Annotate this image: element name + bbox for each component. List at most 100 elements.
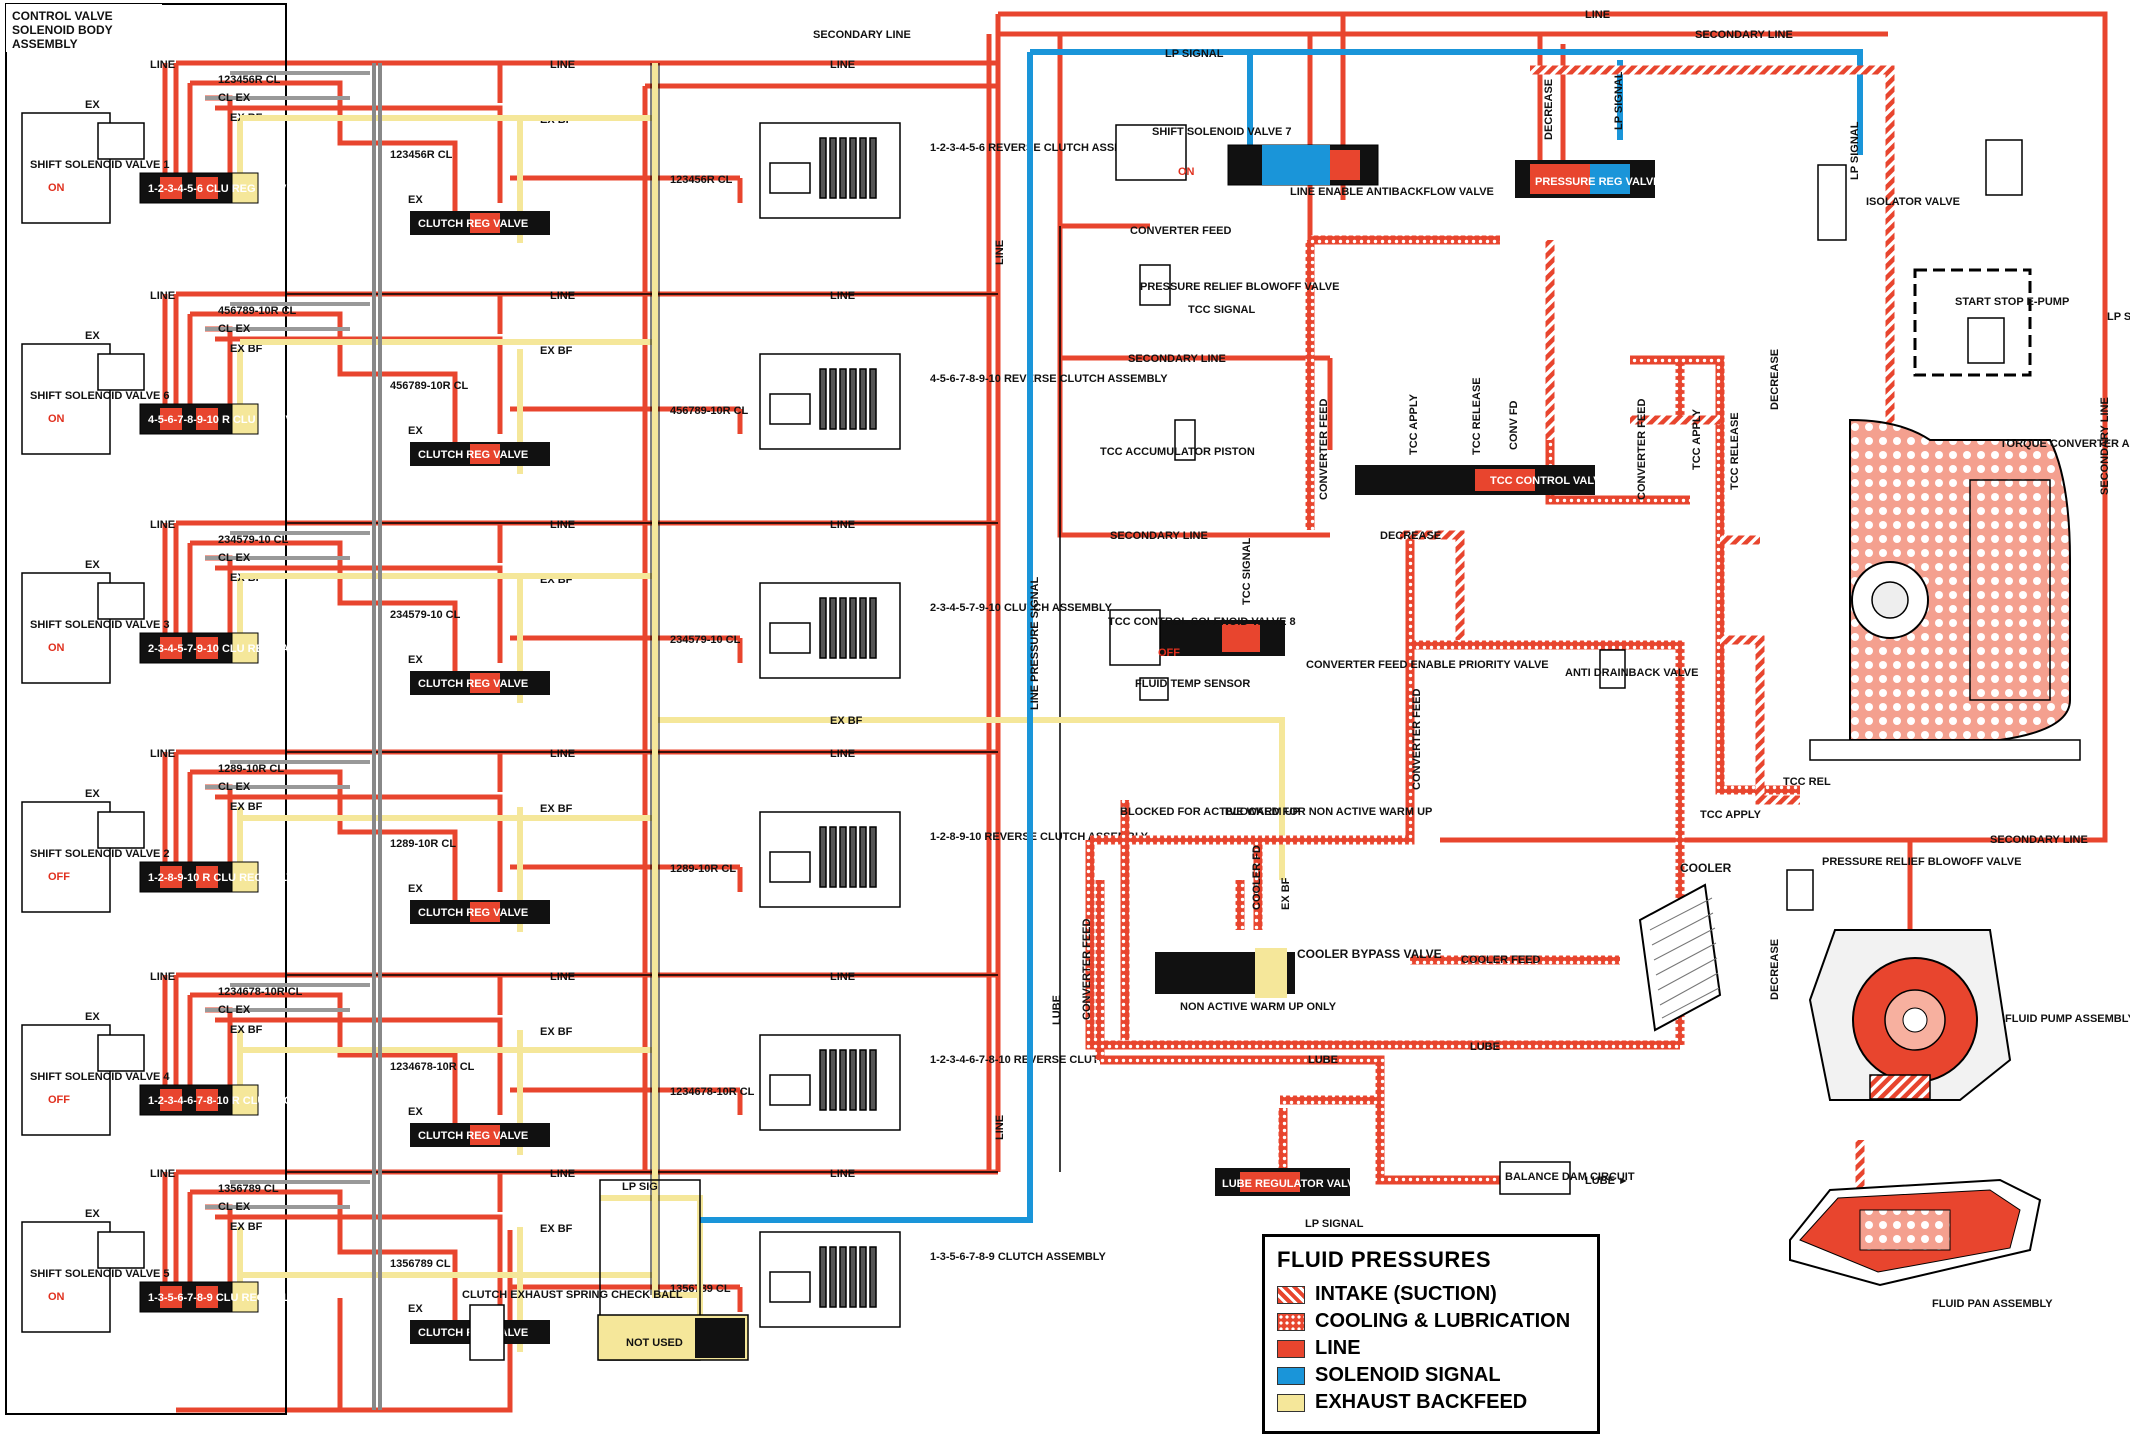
clutch-plate (829, 368, 837, 430)
regulator-valve-label: 4-5-6-7-8-9-10 R CLU REG VALVE (148, 414, 321, 426)
valve-land (160, 637, 182, 659)
valve-land (196, 866, 218, 888)
label-secondary-line-v: SECONDARY LINE (2099, 397, 2111, 495)
ex-label: EX (85, 559, 100, 571)
label-anti-drainback: ANTI DRAINBACK VALVE (1565, 667, 1698, 679)
line-label-2: LINE (550, 971, 575, 983)
clutch-plate (819, 137, 827, 199)
label-non-active: NON ACTIVE WARM UP ONLY (1180, 1001, 1337, 1013)
clutch-reg-valve-label: CLUTCH REG VALVE (418, 449, 528, 461)
circuit-label-2: 1234678-10R CL (390, 1061, 475, 1073)
line-label-2: LINE (550, 519, 575, 531)
clutch-plate (859, 1049, 867, 1111)
label-ex-bf-trunk: EX BF (830, 715, 863, 727)
clutch-plate (859, 826, 867, 888)
solenoid-state: ON (48, 182, 65, 194)
label-tcc-rel: TCC REL (1783, 776, 1831, 788)
solenoid-state: ON (48, 413, 65, 425)
section-dividers (286, 226, 1061, 1173)
legend-label-exhaust: EXHAUST BACKFEED (1315, 1391, 1528, 1413)
solenoid-name: SHIFT SOLENOID VALVE 5 (30, 1268, 170, 1280)
clutch-plate (829, 1246, 837, 1308)
clutch-plate (839, 1246, 847, 1308)
clutch-plate (869, 137, 877, 199)
clutch-plate (829, 1049, 837, 1111)
cooling-lube-network (1085, 235, 1800, 1185)
label-lp-sig: LP SIG (622, 1181, 658, 1193)
legend-item-intake: INTAKE (SUCTION) (1277, 1281, 1585, 1308)
clutch-plate (859, 597, 867, 659)
label-e-pump: START STOP E-PUMP (1955, 296, 2069, 308)
label-line-v2: LINE (994, 1115, 1006, 1140)
clutch-reg-valve-label: CLUTCH REG VALVE (418, 678, 528, 690)
label-lube-v: LUBE (1051, 995, 1063, 1025)
solenoid-swatch (1277, 1366, 1305, 1385)
solenoid-name: SHIFT SOLENOID VALVE 3 (30, 619, 170, 631)
clutch-plate (839, 137, 847, 199)
circuit-label-3: 1289-10R CL (670, 863, 736, 875)
line-pipe (190, 80, 458, 218)
legend-item-solenoid: SOLENOID SIGNAL (1277, 1362, 1585, 1389)
exhaust-outlines (650, 63, 660, 1295)
cl-ex-label: CL EX (218, 552, 251, 564)
cl-ex-label: CL EX (218, 781, 251, 793)
clutch-plate (859, 1246, 867, 1308)
line-label: LINE (150, 1168, 175, 1180)
line-label-2: LINE (550, 748, 575, 760)
regulator-valve-label: 2-3-4-5-7-9-10 CLU REG VALVE (148, 643, 310, 655)
e-pump-box (1913, 268, 2032, 377)
circuit-label: 123456R CL (218, 74, 281, 86)
label-clutch-exhaust-check: CLUTCH EXHAUST SPRING CHECK BALL (462, 1289, 683, 1301)
ex-bf-label-2: EX BF (540, 803, 573, 815)
regulator-valve-label: 1-2-3-4-5-6 CLU REG VALVE (148, 183, 294, 195)
clutch-plate (849, 597, 857, 659)
solenoid-body (21, 343, 111, 455)
ex-bf-label-2: EX BF (540, 345, 573, 357)
clutch-plate (869, 1246, 877, 1308)
label-converter-feed-v4: CONVERTER FEED (1081, 918, 1093, 1020)
title-line1: CONTROL VALVE (12, 9, 113, 23)
intake-swatch (1277, 1285, 1305, 1304)
torque-converter (1809, 418, 2081, 761)
clutch-reg-valve-label: CLUTCH REG VALVE (418, 1130, 528, 1142)
clutch-reg-land (470, 1125, 500, 1145)
solenoid-head (97, 353, 145, 391)
clutch-circuits (372, 63, 382, 1410)
ex-bf-label-2: EX BF (540, 1223, 573, 1235)
ex-label-2: EX (408, 883, 423, 895)
fluid-pump (1808, 929, 2012, 1101)
clutch-plate (819, 368, 827, 430)
ex-label-2: EX (408, 1106, 423, 1118)
line-pipe (190, 311, 458, 449)
clutch-plate (849, 826, 857, 888)
circuit-label-3: 456789-10R CL (670, 405, 749, 417)
line-label-3: LINE (830, 519, 855, 531)
line-label: LINE (150, 519, 175, 531)
line-label-3: LINE (830, 290, 855, 302)
line-pipe (215, 565, 503, 663)
label-line-v: LINE (994, 240, 1006, 265)
valve-land (196, 1286, 218, 1308)
clutch-plate (819, 1049, 827, 1111)
clutch-drawings (759, 122, 901, 1328)
circuit-label-2: 123456R CL (390, 149, 453, 161)
clutch-plate (849, 1049, 857, 1111)
cl-ex-label: CL EX (218, 1201, 251, 1213)
label-decrease-v2: DECREASE (1769, 349, 1781, 410)
label-lube-regulator: LUBE REGULATOR VALVE (1222, 1178, 1362, 1190)
line-label-3: LINE (830, 59, 855, 71)
label-lube-1: LUBE (1470, 1041, 1500, 1053)
labels: CONTROL VALVE SOLENOID BODY ASSEMBLY SEC… (12, 9, 2130, 1349)
label-converter-feed: CONVERTER FEED (1130, 225, 1232, 237)
line-label-3: LINE (830, 748, 855, 760)
solenoid-state: ON (48, 1291, 65, 1303)
cooler (1638, 883, 1722, 1032)
clutch-plate (839, 368, 847, 430)
label-secondary-line-2: SECONDARY LINE (1695, 29, 1793, 41)
line-pipe (190, 992, 458, 1130)
valve-land (160, 1089, 182, 1111)
ex-label: EX (85, 99, 100, 111)
